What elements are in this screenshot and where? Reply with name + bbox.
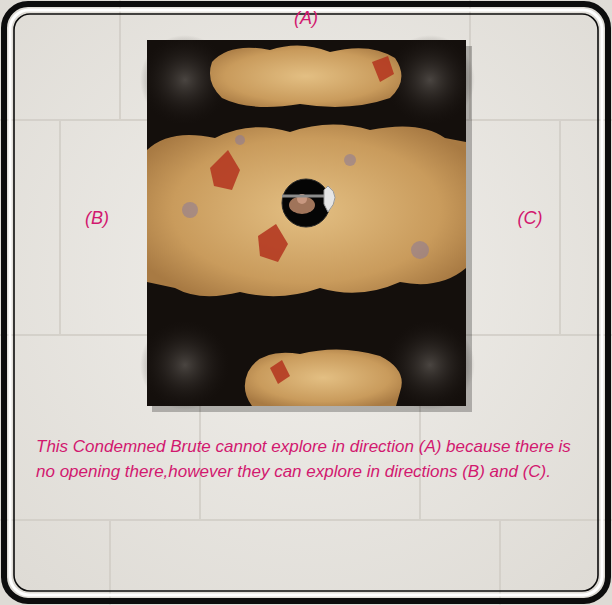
direction-label: (A) xyxy=(294,8,318,29)
caption-text: This Condemned Brute cannot explore in d… xyxy=(36,434,584,484)
direction-label: (B) xyxy=(85,208,109,229)
direction-label: (C) xyxy=(518,208,543,229)
